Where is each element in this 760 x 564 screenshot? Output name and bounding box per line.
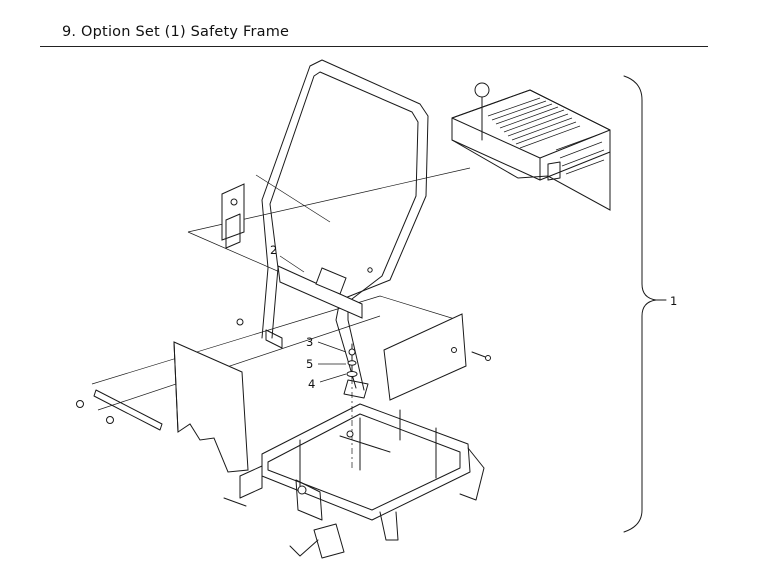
base-chassis	[223, 403, 485, 559]
side-bracket	[221, 183, 245, 249]
callout-1: 1	[670, 294, 677, 308]
callout-2: 2	[270, 243, 277, 257]
assembly-bracket	[623, 75, 657, 533]
side-plate	[383, 313, 491, 401]
callout-leaders	[279, 255, 347, 383]
title-divider	[40, 46, 708, 47]
rear-panel	[173, 341, 249, 473]
canopy	[451, 82, 611, 211]
callout-4: 4	[308, 377, 315, 391]
callout-5: 5	[306, 357, 313, 371]
rod-and-bolts	[76, 318, 244, 431]
hardware-stack	[346, 343, 358, 470]
callout-3: 3	[306, 335, 313, 349]
safety-frame	[261, 59, 429, 399]
page-title: 9. Option Set (1) Safety Frame	[62, 24, 290, 40]
